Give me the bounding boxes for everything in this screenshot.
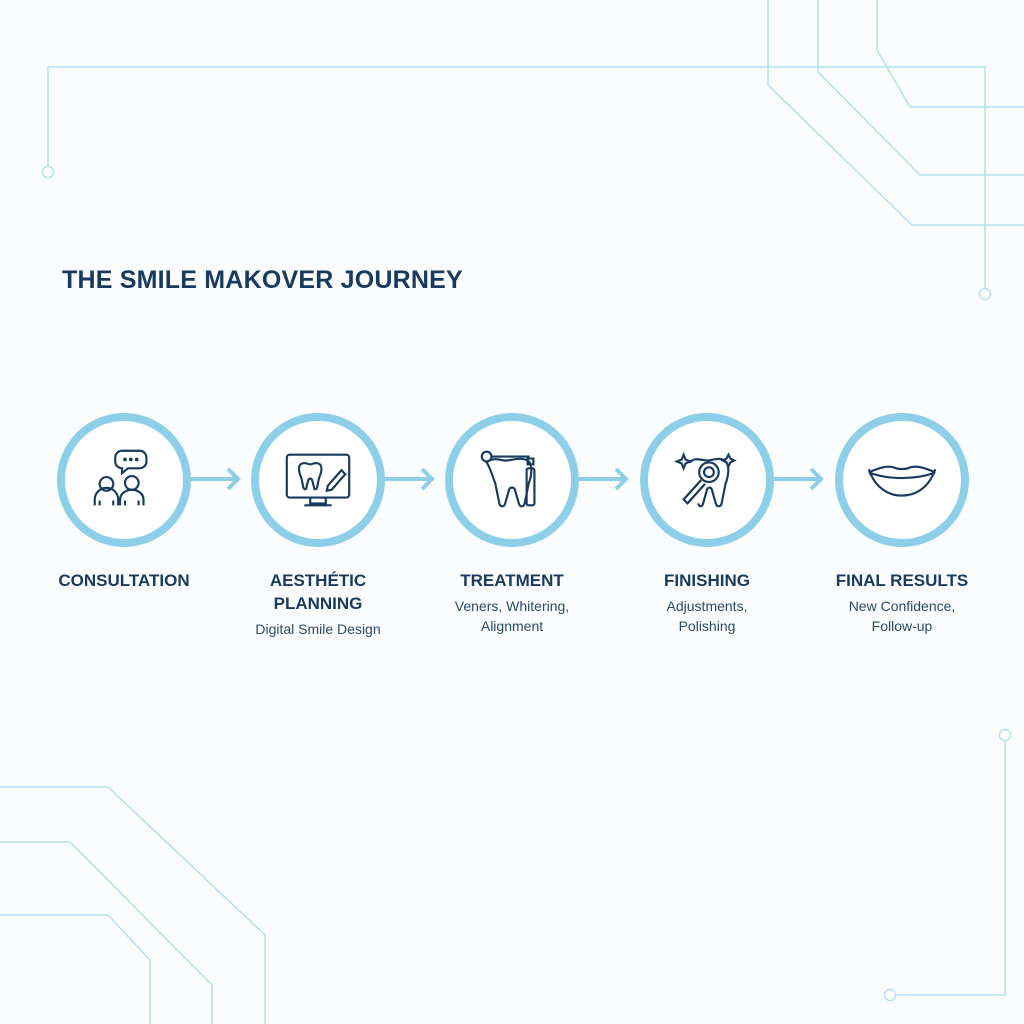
arrow-right-icon — [578, 467, 629, 491]
consultation-people-icon — [93, 449, 148, 506]
arrow-right-icon — [190, 467, 241, 491]
arrow-right-icon — [384, 467, 435, 491]
step-description: Digital Smile Design — [255, 621, 381, 637]
tooth-drill-icon — [480, 450, 536, 508]
step-label: FINAL RESULTS — [835, 571, 969, 590]
step-final-results: FINAL RESULTS New Confidence, Follow-up — [812, 413, 992, 636]
step-treatment: TREATMENT Veners, Whitering, Alignment — [422, 413, 602, 636]
step-description: Adjustments, Polishing — [666, 598, 748, 634]
step-label: CONSULTATION — [58, 571, 190, 590]
step-label: TREATMENT — [460, 571, 564, 590]
step-description: New Confidence, Follow-up — [848, 598, 956, 634]
arrow-right-icon — [773, 467, 824, 491]
step-aesthetic-planning: AESTHÉTIC PLANNING Digital Smile Design — [228, 413, 408, 639]
step-finishing: FINISHING Adjustments, Polishing — [617, 413, 797, 636]
page-title: THE SMILE MAKOVER JOURNEY — [62, 266, 463, 294]
step-description: Veners, Whitering, Alignment — [454, 598, 570, 634]
monitor-tooth-icon — [285, 453, 351, 507]
step-label: AESTHÉTIC PLANNING — [269, 571, 367, 613]
smile-lips-icon — [867, 465, 937, 497]
step-label: FINISHING — [664, 571, 750, 590]
step-consultation: CONSULTATION — [34, 413, 214, 596]
tooth-magnifier-icon — [673, 451, 737, 508]
